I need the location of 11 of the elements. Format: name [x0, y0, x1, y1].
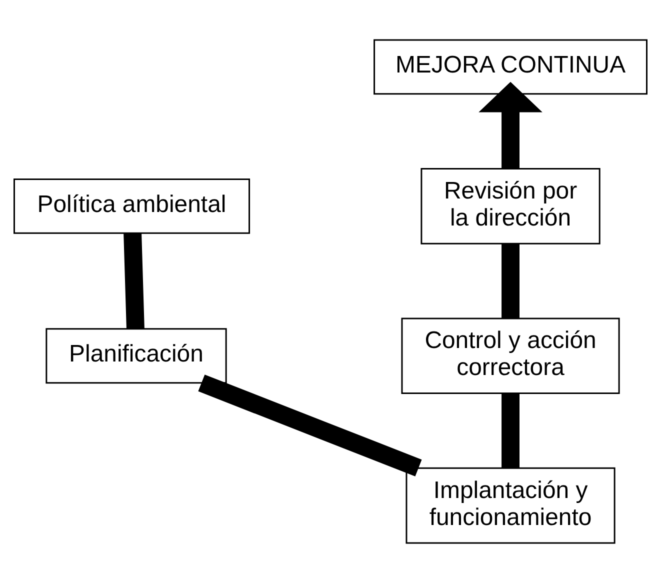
arrow — [478, 82, 542, 168]
node-box: Revisión por la dirección — [420, 168, 600, 244]
node-box: Planificación — [46, 328, 227, 384]
node-box: Implantación y funcionamiento — [406, 467, 616, 544]
connector — [124, 233, 144, 330]
node-box: MEJORA CONTINUA — [374, 39, 648, 95]
connector — [502, 394, 520, 468]
node-box: Política ambiental — [14, 178, 250, 234]
node-box: Control y acción correctora — [401, 318, 620, 394]
connector — [198, 374, 422, 476]
connector — [502, 244, 520, 318]
